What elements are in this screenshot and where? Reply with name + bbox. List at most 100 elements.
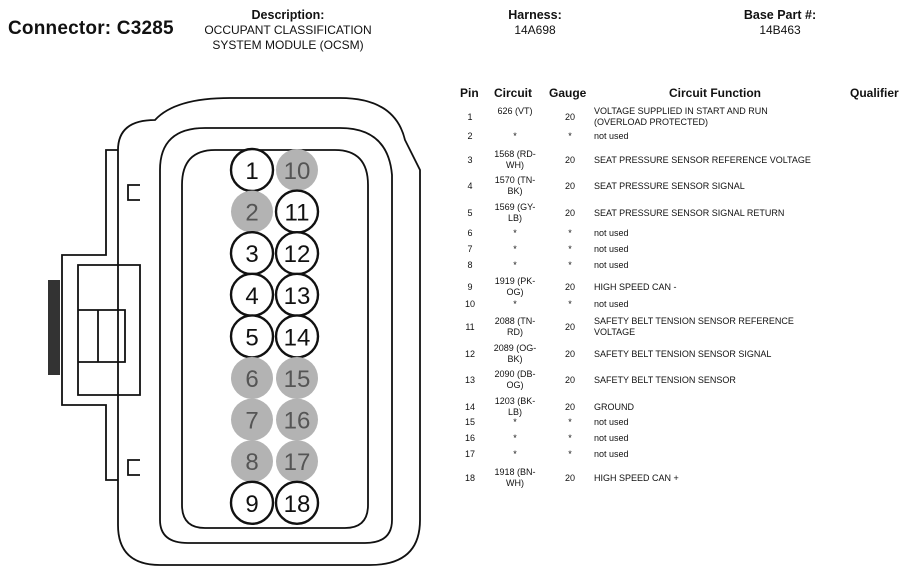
pin-number-10: 10 <box>284 158 311 185</box>
gauge-cell: 20 <box>564 349 575 359</box>
base-part-value: 14B463 <box>759 23 801 37</box>
pin-cell: 15 <box>464 417 475 427</box>
circuit-cell-line-2: BK) <box>507 354 523 364</box>
header-circuit: Circuit <box>494 86 533 100</box>
pin-number-13: 13 <box>284 283 311 310</box>
function-cell: SAFETY BELT TENSION SENSOR <box>594 375 736 385</box>
gauge-cell: 20 <box>564 112 575 122</box>
circuit-cell: 2090 (DB- <box>494 369 536 379</box>
pin-number-3: 3 <box>245 241 258 268</box>
function-cell: not used <box>594 449 629 459</box>
pin-cavity-10 <box>276 149 318 191</box>
pin-cell: 5 <box>467 208 473 218</box>
gauge-cell: * <box>568 433 572 443</box>
harness-value: 14A698 <box>514 23 556 37</box>
circuit-cell: * <box>513 299 517 309</box>
pin-cell: 3 <box>467 155 473 165</box>
header-pin: Pin <box>460 86 479 100</box>
circuit-cell-line-2: WH) <box>506 160 524 170</box>
circuit-cell: 2088 (TN- <box>494 316 536 326</box>
circuit-cell: 2089 (OG- <box>493 343 537 353</box>
circuit-cell: 1919 (PK- <box>494 276 536 286</box>
circuit-cell-line-2: RD) <box>507 327 523 337</box>
function-cell: not used <box>594 417 629 427</box>
harness-label: Harness: <box>508 8 562 22</box>
pin-cell: 12 <box>464 349 475 359</box>
gauge-cell: * <box>568 131 572 141</box>
pin-cell: 7 <box>467 244 473 254</box>
function-cell: not used <box>594 131 629 141</box>
pin-cell: 11 <box>465 322 475 332</box>
pin-number-6: 6 <box>245 366 258 393</box>
pin-cavity-7 <box>231 398 273 441</box>
circuit-cell-line-2: OG) <box>506 287 524 297</box>
gauge-cell: 20 <box>564 375 575 385</box>
header-function: Circuit Function <box>669 86 761 100</box>
gauge-cell: * <box>568 417 572 427</box>
circuit-cell-line-2: LB) <box>507 407 522 417</box>
circuit-cell: * <box>513 417 517 427</box>
function-cell: SEAT PRESSURE SENSOR REFERENCE VOLTAGE <box>594 155 811 165</box>
circuit-cell: 1918 (BN- <box>494 467 536 477</box>
function-cell-line-2: (OVERLOAD PROTECTED) <box>594 117 709 127</box>
function-cell: not used <box>594 228 629 238</box>
circuit-cell: 1570 (TN- <box>494 175 536 185</box>
pin-cell: 17 <box>464 449 475 459</box>
pin-number-12: 12 <box>284 241 311 268</box>
pin-cavity-6 <box>231 357 273 399</box>
gauge-cell: 20 <box>564 282 575 292</box>
circuit-cell: * <box>513 131 517 141</box>
circuit-cell-line-2: OG) <box>506 380 524 390</box>
description-block: Description: OCCUPANT CLASSIFICATION SYS… <box>178 8 398 53</box>
function-cell: HIGH SPEED CAN - <box>594 282 677 292</box>
pin-cell: 2 <box>467 131 473 141</box>
pin-number-16: 16 <box>284 408 311 435</box>
function-cell: not used <box>594 244 629 254</box>
pin-cavity-16 <box>276 398 318 441</box>
pin-number-4: 4 <box>245 283 258 310</box>
pin-cell: 16 <box>464 433 475 443</box>
circuit-cell: 626 (VT) <box>497 106 533 116</box>
pin-number-14: 14 <box>284 324 311 351</box>
base-part-label: Base Part #: <box>743 8 817 22</box>
gauge-cell: 20 <box>564 181 575 191</box>
pin-number-1: 1 <box>245 158 258 185</box>
circuit-cell: 1569 (GY- <box>494 202 536 212</box>
gauge-cell: * <box>568 449 572 459</box>
circuit-cell: * <box>513 449 517 459</box>
gauge-cell: * <box>568 228 572 238</box>
function-cell-line-2: VOLTAGE <box>594 327 636 337</box>
gauge-cell: 20 <box>564 402 575 412</box>
gauge-cell: 20 <box>564 155 575 165</box>
description-line-2: SYSTEM MODULE (OCSM) <box>212 38 364 52</box>
pin-cell: 14 <box>464 402 475 412</box>
pin-cell: 1 <box>467 112 473 122</box>
pin-cell: 6 <box>467 228 473 238</box>
function-cell: HIGH SPEED CAN + <box>594 473 679 483</box>
circuit-cell: * <box>513 260 517 270</box>
function-cell: SAFETY BELT TENSION SENSOR SIGNAL <box>594 349 772 359</box>
pin-number-8: 8 <box>245 449 258 476</box>
pin-cavity-15 <box>276 357 318 399</box>
pin-cavity-2 <box>231 190 273 233</box>
pin-number-15: 15 <box>284 366 311 393</box>
description-label: Description: <box>251 8 325 22</box>
pin-number-11: 11 <box>285 200 310 227</box>
pin-cell: 8 <box>467 260 473 270</box>
gauge-cell: 20 <box>564 473 575 483</box>
function-cell: not used <box>594 433 629 443</box>
pin-cell: 4 <box>467 181 473 191</box>
pin-cavity-17 <box>276 440 318 483</box>
function-cell: not used <box>594 299 629 309</box>
gauge-cell: 20 <box>564 208 575 218</box>
gauge-cell: * <box>568 260 572 270</box>
gauge-cell: * <box>568 244 572 254</box>
circuit-cell-line-2: BK) <box>507 186 523 196</box>
function-cell: SAFETY BELT TENSION SENSOR REFERENCE <box>594 316 794 326</box>
pin-cavity-8 <box>231 440 273 483</box>
pin-cell: 10 <box>464 299 475 309</box>
circuit-cell: * <box>513 433 517 443</box>
circuit-cell-line-2: LB) <box>507 213 522 223</box>
